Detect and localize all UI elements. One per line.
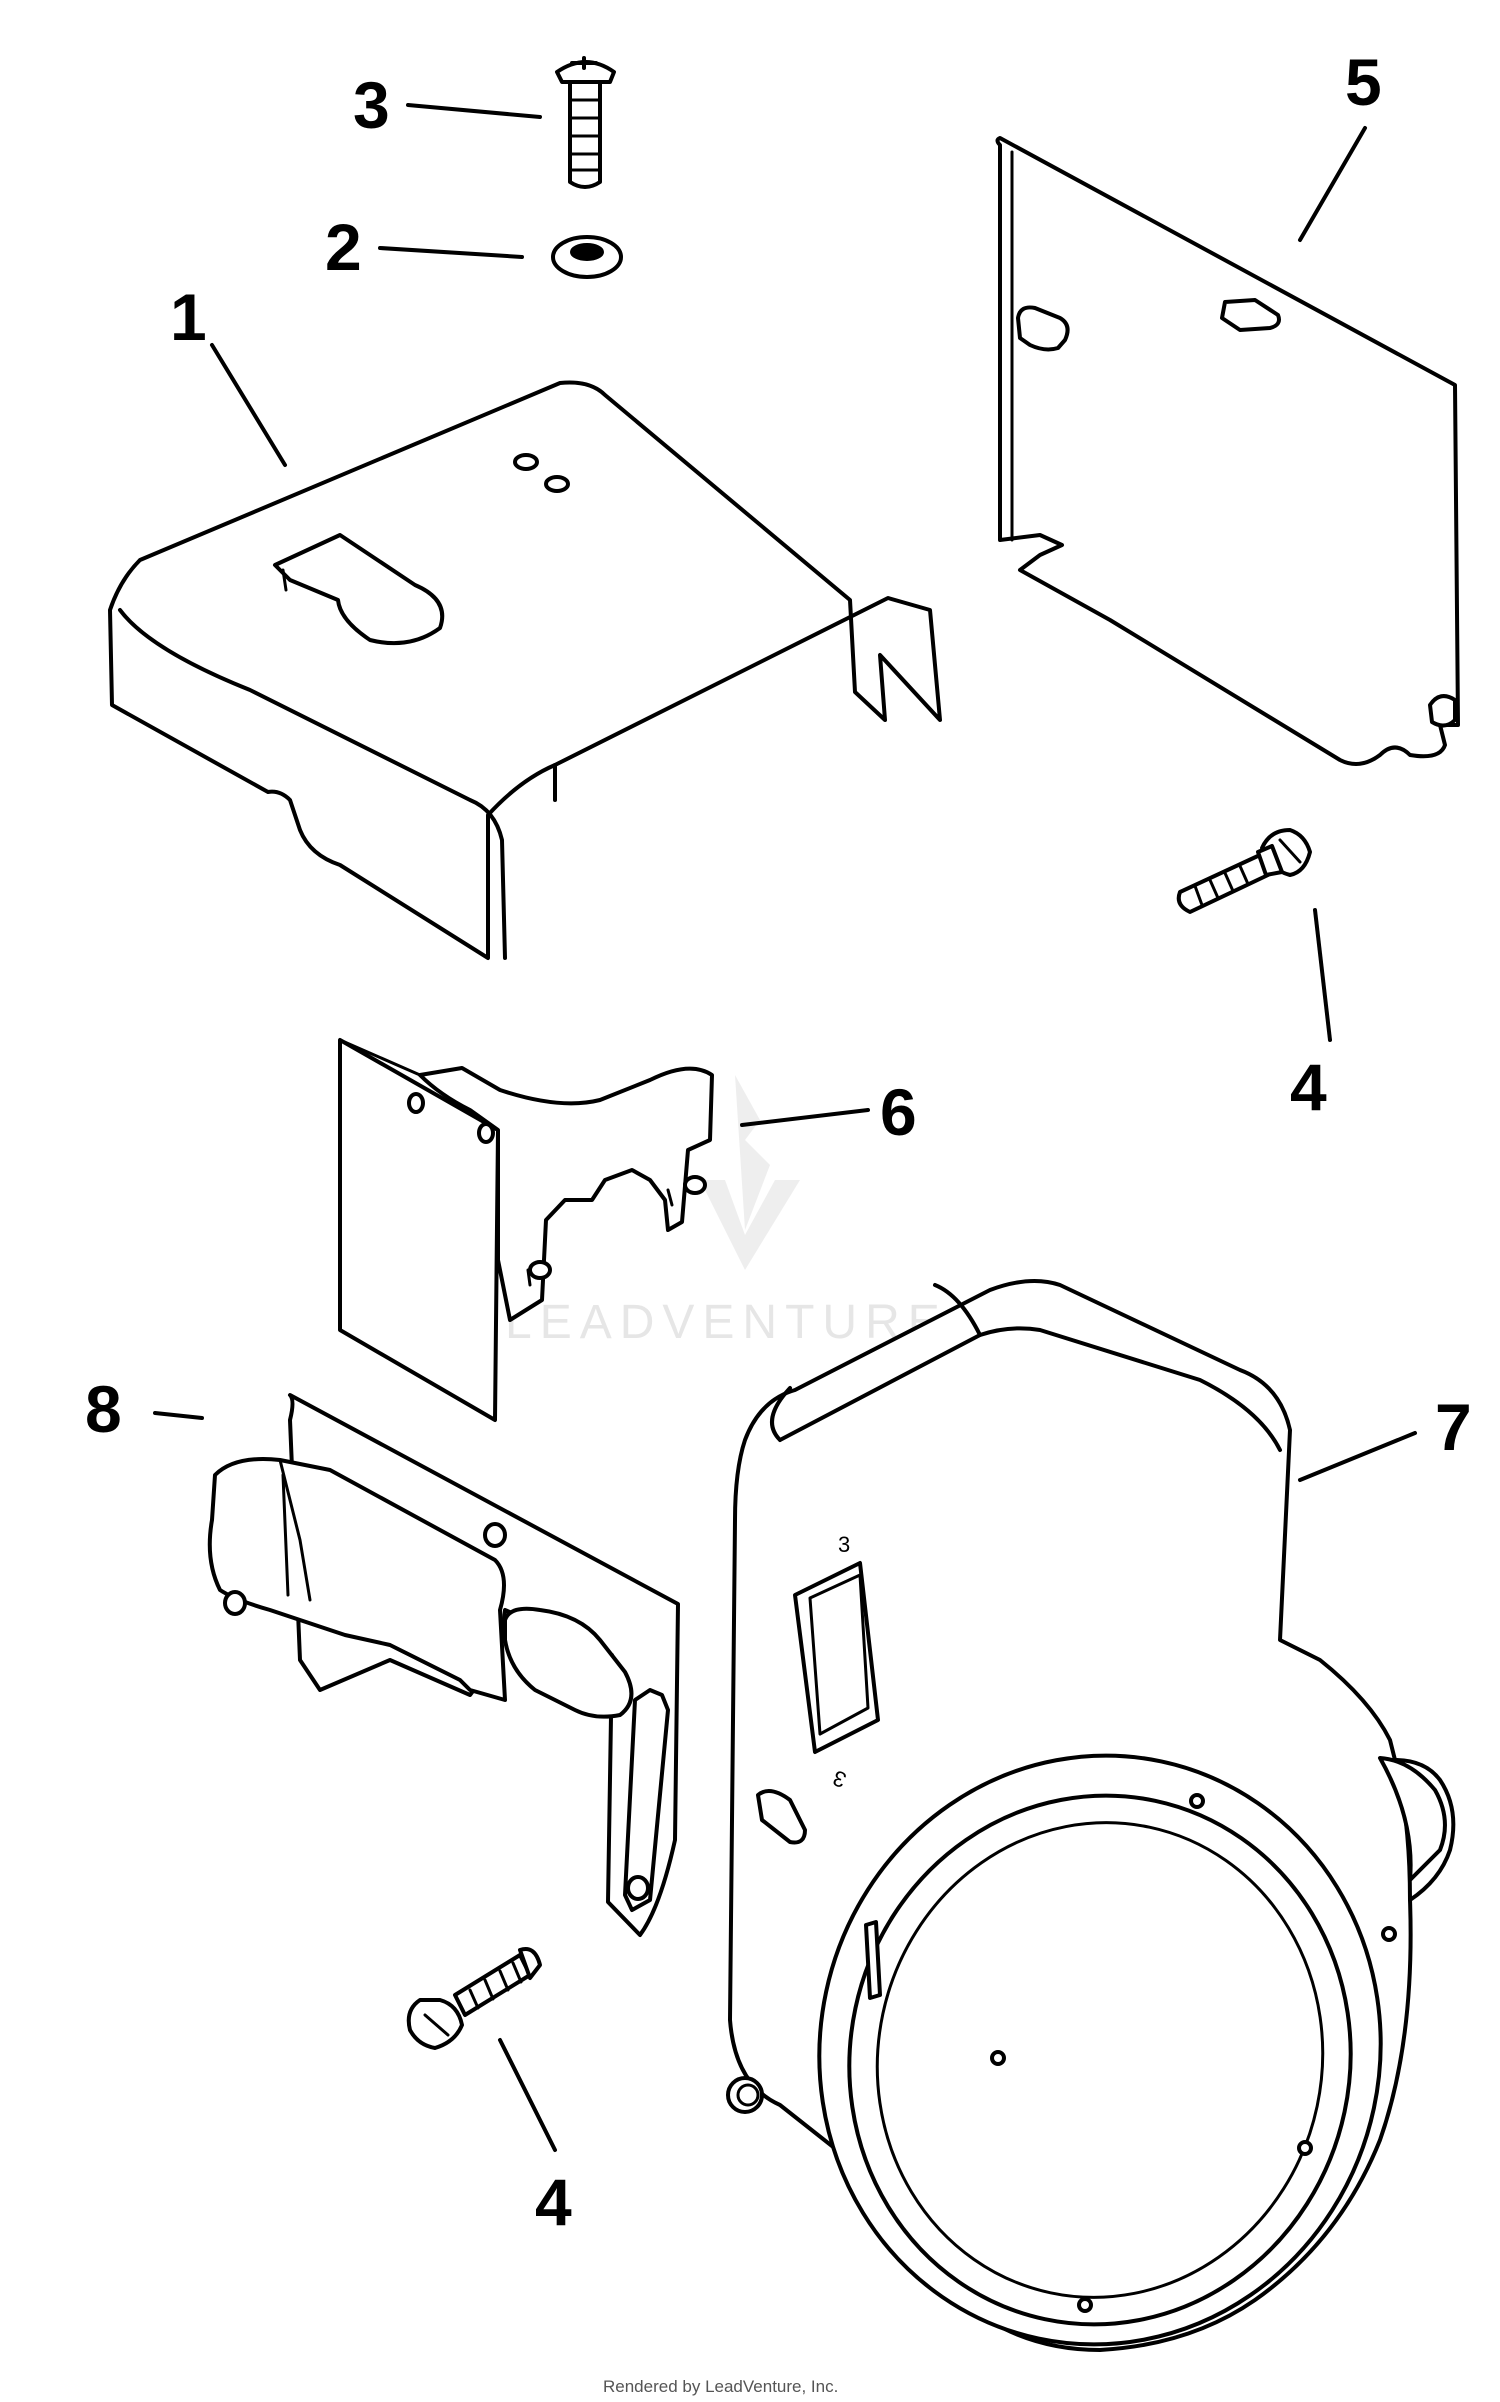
part-6-baffle — [338, 1038, 714, 1422]
callout-6: 6 — [880, 1075, 917, 1149]
callout-3: 3 — [353, 68, 390, 142]
callout-8: 8 — [85, 1372, 122, 1446]
callouts: 1 2 3 4 4 5 6 7 8 — [85, 45, 1472, 2239]
leader-3 — [406, 103, 542, 119]
leader-7 — [1298, 1431, 1417, 1482]
part-5-side-plate — [995, 136, 1460, 766]
leader-2 — [378, 246, 524, 259]
part-2-washer — [551, 235, 623, 279]
credit-text: Rendered by LeadVenture, Inc. — [603, 2377, 838, 2396]
part-4-bolt-lower — [406, 1947, 542, 2050]
part-3-screw — [555, 56, 616, 189]
watermark-text: LEADVENTURE — [505, 1296, 948, 1349]
leader-4-lower — [498, 2038, 557, 2152]
part-4-bolt-upper — [1176, 828, 1312, 914]
callout-7: 7 — [1435, 1390, 1472, 1464]
part-1-top-cover — [108, 380, 942, 960]
leader-1 — [210, 343, 287, 467]
leader-8 — [153, 1411, 204, 1420]
part-7-blower-housing: 3 3 — [726, 1279, 1456, 2352]
leader-4-upper — [1313, 908, 1332, 1042]
callout-4-upper: 4 — [1290, 1050, 1327, 1124]
callout-1: 1 — [170, 280, 207, 354]
callout-2: 2 — [325, 210, 362, 284]
leader-6 — [740, 1108, 870, 1127]
part-mark-upper: 3 — [838, 1532, 850, 1557]
leadventure-logo-watermark: LEADVENTURE — [505, 1075, 948, 1349]
callout-5: 5 — [1345, 45, 1382, 119]
leader-lines — [153, 103, 1417, 2152]
callout-4-lower: 4 — [535, 2165, 572, 2239]
part-8-shield — [207, 1393, 680, 1937]
leader-5 — [1298, 126, 1367, 242]
